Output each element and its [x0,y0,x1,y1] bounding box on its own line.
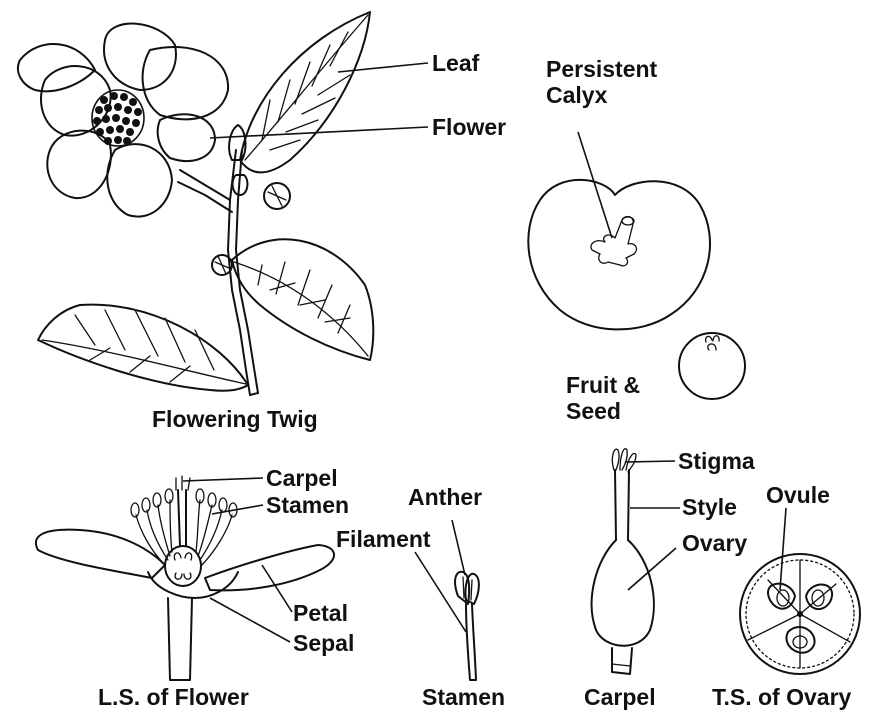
label-style: Style [682,494,737,520]
label-fruit-seed: Fruit & Seed [566,372,640,424]
caption-ls-of-flower: L.S. of Flower [98,684,249,710]
caption-ts-of-ovary: T.S. of Ovary [712,684,851,710]
label-flower: Flower [432,114,506,140]
label-ovule: Ovule [766,482,830,508]
carpel-drawing [592,449,680,674]
leaf-top [240,12,370,172]
leaf-right [232,239,373,360]
label-sepal: Sepal [293,630,354,656]
label-ovary: Ovary [682,530,747,556]
fruit-drawing [528,132,745,399]
label-filament: Filament [336,526,431,552]
label-carpel-ls: Carpel [266,465,338,491]
label-anther: Anther [408,484,482,510]
caption-carpel: Carpel [584,684,656,710]
label-leaf: Leaf [432,50,479,76]
label-persistent-calyx: Persistent Calyx [546,56,657,108]
label-stamen-ls: Stamen [266,492,349,518]
label-stigma: Stigma [678,448,755,474]
leaf-bottom [38,305,248,391]
label-petal: Petal [293,600,348,626]
twig-flower [18,24,228,217]
ts-ovary-drawing [740,508,860,674]
caption-stamen: Stamen [422,684,505,710]
label-flowering-twig: Flowering Twig [152,406,318,432]
flowering-twig-drawing [18,12,428,395]
